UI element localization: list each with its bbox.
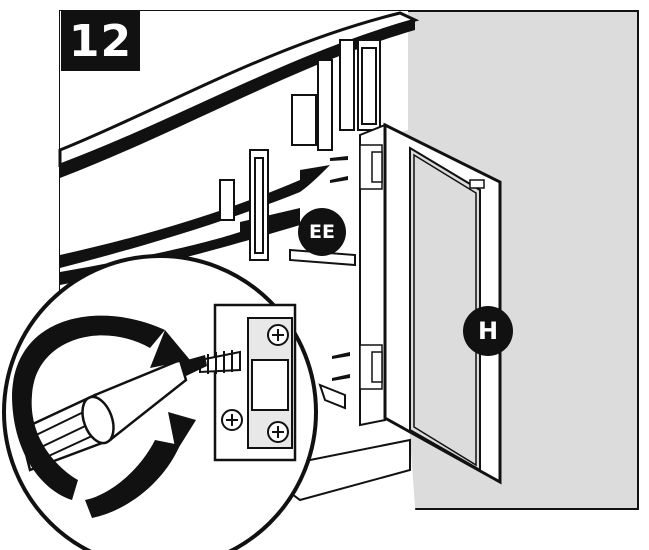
detail-magnifier: [2, 254, 318, 550]
callout-ee-label: EE: [298, 208, 346, 256]
door-panel: [383, 122, 502, 485]
middle-shelf: [60, 165, 330, 268]
callout-h-label: H: [463, 306, 513, 356]
frame-posts: [219, 39, 381, 261]
step-number-badge: 12: [61, 11, 140, 71]
screw-icon: [330, 156, 350, 381]
floor-bracket: [318, 383, 346, 410]
inner-shelf: [289, 248, 356, 267]
rotation-arrow-icon: [12, 315, 196, 518]
hinge-icon: [359, 144, 383, 390]
